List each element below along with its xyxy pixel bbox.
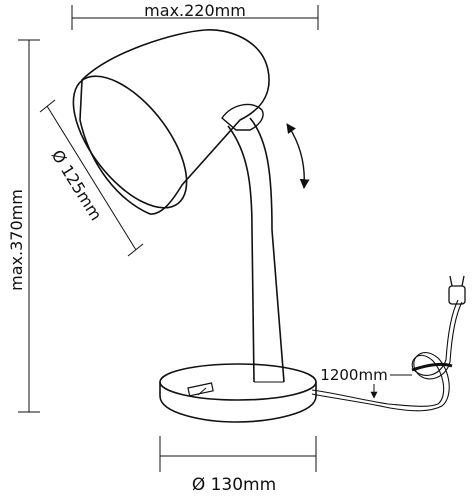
lamp-base (159, 363, 317, 423)
shade-opening (72, 75, 188, 209)
height-label: max.370mm (7, 189, 26, 291)
width-dimension: max.220mm (71, 1, 319, 30)
power-cable (311, 275, 466, 412)
height-dimension: max.370mm (7, 39, 40, 413)
lamp-shade (72, 29, 270, 215)
shade-diameter-label: Ø 125mm (48, 146, 106, 223)
plug-icon (448, 285, 466, 305)
rotation-arrow (286, 123, 310, 189)
shade-dimension-line (46, 105, 137, 251)
gooseneck-arm (227, 117, 285, 383)
base-diameter-dimension: Ø 130mm (159, 436, 317, 495)
shade-back-cap (221, 103, 264, 131)
cable-tie (411, 362, 453, 372)
base-diameter-label: Ø 130mm (192, 475, 276, 495)
cable-length-label: 1200mm (320, 366, 387, 384)
cable-length-dimension: 1200mm (320, 366, 412, 399)
width-label: max.220mm (144, 1, 246, 20)
shade-diameter-dimension: Ø 125mm (39, 99, 144, 257)
switch-icon (187, 382, 214, 397)
